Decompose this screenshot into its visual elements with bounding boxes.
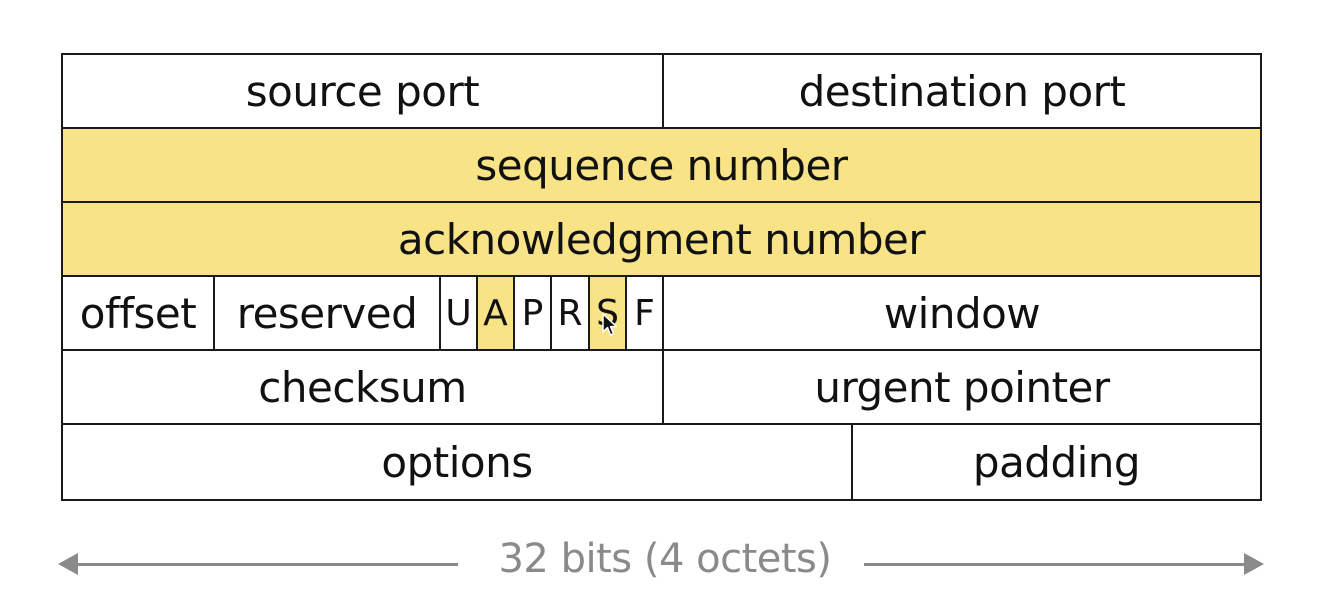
row-checksum-urgent: checksum urgent pointer (63, 351, 1260, 425)
options-field: options (381, 437, 533, 487)
bit-width-label: 32 bits (4 octets) (498, 536, 832, 582)
right-arrow-icon (1244, 553, 1264, 575)
row-offset-flags-window: offset reserved U A P R S F window (63, 277, 1260, 351)
urgent-pointer-field: urgent pointer (662, 351, 1260, 423)
destination-port-field: destination port (662, 55, 1260, 127)
flag-syn: S (588, 277, 625, 349)
row-options-padding: options padding (63, 425, 1260, 499)
left-arrow-line (76, 563, 458, 566)
row-acknowledgment-number: acknowledgment number (63, 203, 1260, 277)
flag-ack: A (476, 277, 513, 349)
left-arrow-icon (58, 553, 78, 575)
reserved-field: reserved (213, 277, 439, 349)
flag-psh: P (513, 277, 550, 349)
bit-width-indicator: 32 bits (4 octets) (0, 530, 1339, 596)
flag-fin: F (625, 277, 662, 349)
tcp-header-diagram: source port destination port sequence nu… (61, 53, 1262, 501)
mouse-pointer-icon (602, 313, 618, 336)
row-sequence-number: sequence number (63, 129, 1260, 203)
right-arrow-line (864, 563, 1246, 566)
window-field: window (662, 277, 1260, 349)
flag-rst: R (550, 277, 588, 349)
flag-urg: U (439, 277, 476, 349)
sequence-number-field: sequence number (475, 140, 848, 190)
source-port-field: source port (245, 66, 480, 116)
acknowledgment-number-field: acknowledgment number (397, 214, 926, 264)
checksum-field: checksum (258, 362, 467, 412)
offset-field: offset (79, 288, 197, 338)
row-ports: source port destination port (63, 55, 1260, 129)
padding-field: padding (851, 425, 1260, 499)
